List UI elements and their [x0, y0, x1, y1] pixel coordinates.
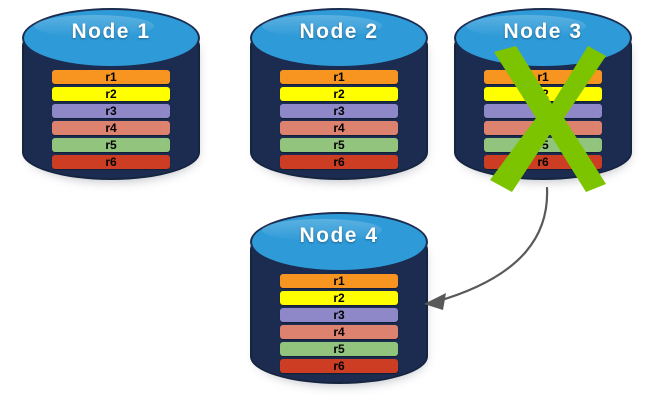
row-label: r6 [537, 155, 549, 169]
row-stack: r1 r2 r3 r4 r5 r6 [484, 70, 602, 169]
row-item[interactable]: r5 [52, 138, 170, 152]
row-item[interactable]: r4 [280, 121, 398, 135]
row-item[interactable]: r1 [52, 70, 170, 84]
row-item[interactable]: r1 [280, 70, 398, 84]
row-item[interactable]: r2 [280, 291, 398, 305]
row-label: r1 [105, 70, 117, 84]
row-item[interactable]: r4 [280, 325, 398, 339]
node-title: Node 2 [299, 20, 379, 43]
row-item[interactable]: r3 [52, 104, 170, 118]
row-label: r5 [537, 138, 549, 152]
row-stack: r1 r2 r3 r4 r5 r6 [280, 274, 398, 373]
node-cylinder-node1[interactable]: Node 1 r1 r2 r3 r4 r5 r6 [22, 8, 200, 186]
row-label: r1 [537, 70, 549, 84]
row-label: r3 [105, 104, 117, 118]
row-item[interactable]: r5 [484, 138, 602, 152]
row-label: r4 [333, 325, 345, 339]
row-label: r1 [333, 274, 345, 288]
node-cylinder-node3[interactable]: Node 3 r1 r2 r3 r4 r5 r6 [454, 8, 632, 186]
node-title: Node 4 [299, 224, 379, 247]
node-cylinder-node4[interactable]: Node 4 r1 r2 r3 r4 r5 r6 [250, 212, 428, 390]
row-item[interactable]: r3 [280, 308, 398, 322]
row-label: r2 [333, 87, 345, 101]
row-label: r5 [333, 342, 345, 356]
row-item[interactable]: r6 [484, 155, 602, 169]
row-item[interactable]: r2 [280, 87, 398, 101]
node-title: Node 1 [71, 20, 151, 43]
node-title: Node 3 [503, 20, 583, 43]
row-item[interactable]: r2 [484, 87, 602, 101]
row-item[interactable]: r5 [280, 342, 398, 356]
node-cylinder-node2[interactable]: Node 2 r1 r2 r3 r4 r5 r6 [250, 8, 428, 186]
row-item[interactable]: r3 [484, 104, 602, 118]
row-label: r2 [537, 87, 549, 101]
row-item[interactable]: r6 [280, 359, 398, 373]
row-item[interactable]: r6 [280, 155, 398, 169]
row-label: r2 [105, 87, 117, 101]
curved-arrow-icon [424, 186, 549, 310]
row-item[interactable]: r4 [52, 121, 170, 135]
row-label: r6 [105, 155, 117, 169]
row-label: r2 [333, 291, 345, 305]
row-item[interactable]: r1 [484, 70, 602, 84]
row-label: r6 [333, 155, 345, 169]
row-item[interactable]: r3 [280, 104, 398, 118]
row-label: r6 [333, 359, 345, 373]
row-label: r3 [333, 308, 345, 322]
row-item[interactable]: r5 [280, 138, 398, 152]
row-label: r4 [105, 121, 117, 135]
row-label: r3 [537, 104, 549, 118]
row-item[interactable]: r2 [52, 87, 170, 101]
row-label: r1 [333, 70, 345, 84]
row-label: r5 [333, 138, 345, 152]
row-label: r3 [333, 104, 345, 118]
row-item[interactable]: r6 [52, 155, 170, 169]
row-item[interactable]: r1 [280, 274, 398, 288]
row-label: r4 [537, 121, 549, 135]
row-stack: r1 r2 r3 r4 r5 r6 [280, 70, 398, 169]
row-stack: r1 r2 r3 r4 r5 r6 [52, 70, 170, 169]
row-label: r5 [105, 138, 117, 152]
row-label: r4 [333, 121, 345, 135]
row-item[interactable]: r4 [484, 121, 602, 135]
